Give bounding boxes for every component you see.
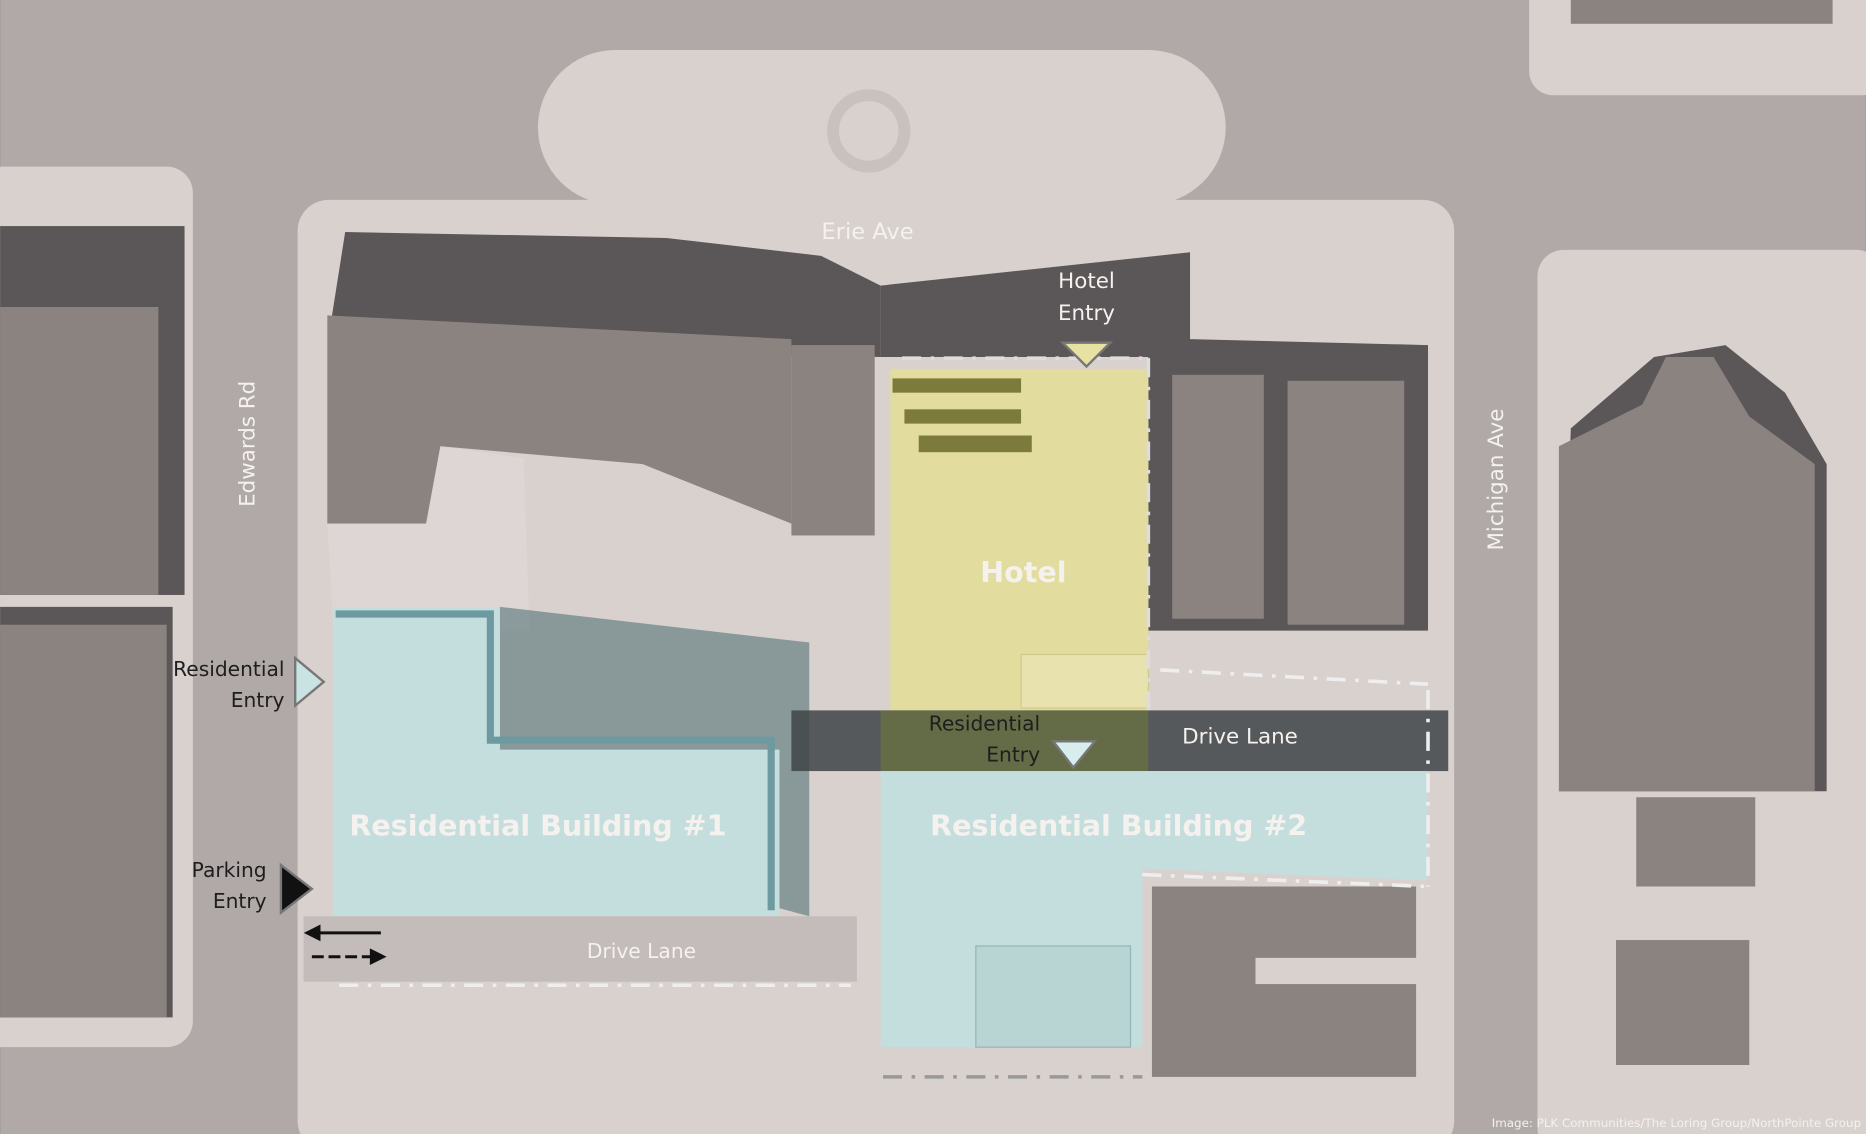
residential-1-edge <box>335 610 775 911</box>
parking-entry-label-line2: Entry <box>213 889 267 913</box>
parking-entry-marker-icon <box>279 862 314 916</box>
property-line <box>1160 668 1429 686</box>
building-east-2 <box>1636 797 1756 887</box>
hotel-building <box>890 368 1149 711</box>
residential-building-1-label: Residential Building #1 <box>349 808 726 842</box>
street-label-erie: Erie Ave <box>821 219 913 245</box>
building-north-4 <box>1287 380 1405 625</box>
building-west-1 <box>0 307 159 595</box>
hotel-entry-label-line1: Hotel <box>1058 269 1115 294</box>
hotel-podium <box>1020 653 1149 709</box>
residential-building-1 <box>333 606 780 917</box>
property-line <box>1142 872 1429 889</box>
parking-entry-label-line1: Parking <box>192 858 267 882</box>
street-label-michigan: Michigan Ave <box>1484 409 1509 551</box>
drive-lane-south <box>303 916 857 982</box>
hotel-terrace <box>892 378 1022 393</box>
building-notch <box>1255 957 1423 985</box>
drive-lane-north-label: Drive Lane <box>1182 725 1298 750</box>
hotel-entry-marker-icon <box>1059 341 1114 369</box>
building-north-3 <box>1172 374 1264 619</box>
residential-entry-center-label-line2: Entry <box>986 743 1040 767</box>
residential-entry-center-marker-icon <box>1050 740 1098 770</box>
street-label-edwards: Edwards Rd <box>236 381 261 507</box>
drive-lane-south-label: Drive Lane <box>587 939 696 963</box>
building-north-2 <box>791 345 875 536</box>
building-west-2 <box>0 624 167 1018</box>
building-east-1 <box>1558 356 1815 792</box>
building-northeast <box>1570 0 1833 24</box>
hotel-terrace <box>918 435 1032 453</box>
median-island <box>537 49 1226 205</box>
building-north-1 <box>327 315 792 524</box>
image-credit: Image: PLK Communities/The Loring Group/… <box>1492 1116 1861 1130</box>
residential-entry-west-label-line1: Residential <box>173 657 284 681</box>
two-way-arrows-icon <box>303 924 387 966</box>
residential-entry-west-label-line2: Entry <box>231 688 285 712</box>
roundabout-feature <box>827 89 911 173</box>
hotel-entry-label-line2: Entry <box>1058 301 1115 326</box>
residential-entry-center-label-line1: Residential <box>929 712 1040 736</box>
building-east-3 <box>1616 940 1750 1065</box>
residential-building-2-label: Residential Building #2 <box>930 808 1307 842</box>
residential-entry-west-marker-icon <box>294 655 326 709</box>
drive-lane-hotel-section <box>880 710 1149 772</box>
hotel-label: Hotel <box>980 555 1066 589</box>
hotel-terrace <box>904 409 1022 424</box>
courtyard <box>327 446 530 631</box>
residential-2-courtyard <box>975 945 1132 1048</box>
